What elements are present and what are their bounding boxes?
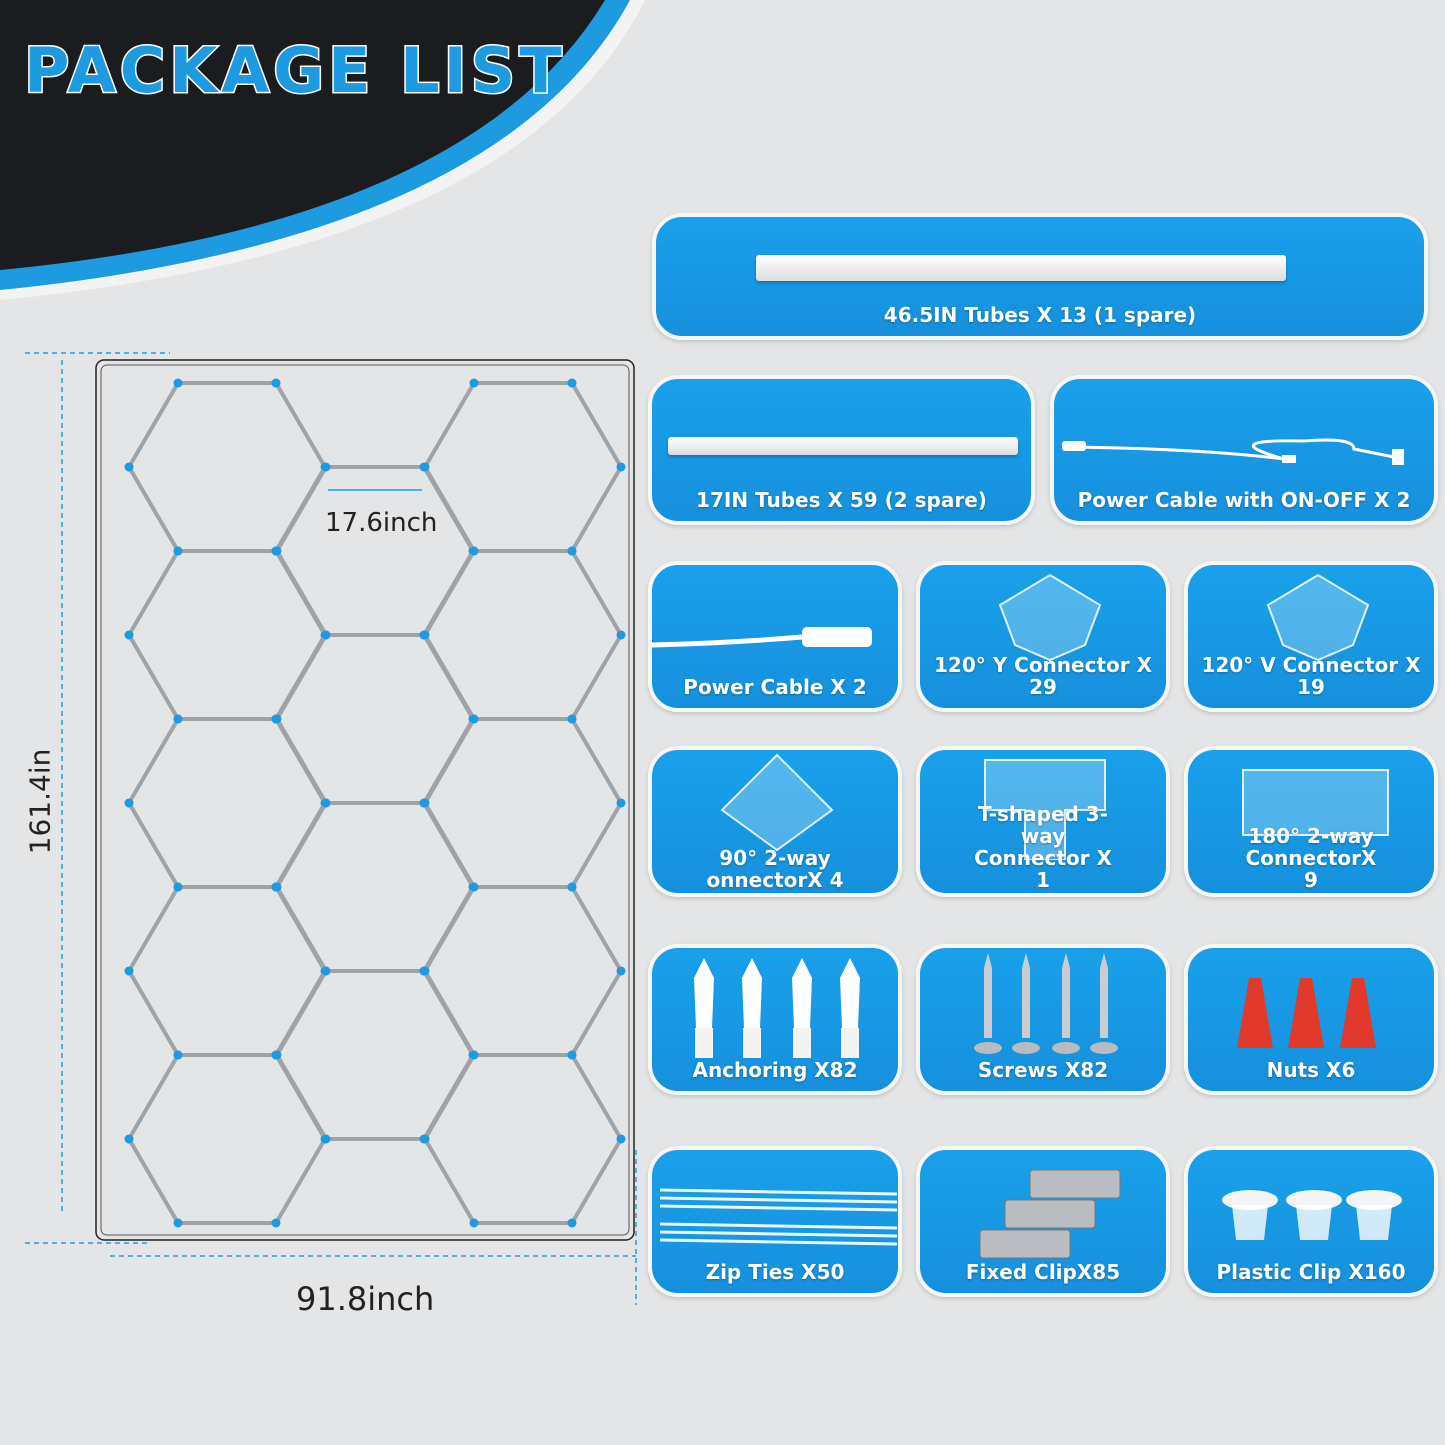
item-label: Screws X82 [977, 1058, 1109, 1082]
header-banner [0, 0, 645, 300]
connector-node [469, 1050, 479, 1060]
connector-node [124, 966, 134, 976]
connector-node [321, 798, 331, 808]
connector-node [124, 798, 134, 808]
item-card: Screws X82 [916, 944, 1170, 1095]
connector-node [420, 1134, 430, 1144]
connector-node [272, 1050, 282, 1060]
item-card: Plastic Clip X160 [1184, 1146, 1438, 1297]
connector-node [272, 714, 282, 724]
item-card: 90° 2-way onnectorX 4 [648, 746, 902, 897]
item-card: Power Cable with ON-OFF X 2 [1050, 375, 1438, 525]
item-label: Anchoring X82 [692, 1058, 858, 1082]
connector-node [616, 630, 626, 640]
width-label: 91.8inch [296, 1280, 435, 1318]
item-label: Fixed ClipX85 [965, 1260, 1121, 1284]
item-card: Zip Ties X50 [648, 1146, 902, 1297]
connector-node [616, 462, 626, 472]
item-card: 180° 2-way ConnectorX 9 [1184, 746, 1438, 897]
item-card: Anchoring X82 [648, 944, 902, 1095]
item-label: 90° 2-way onnectorX 4 [706, 846, 844, 892]
item-label: 120° V Connector X 19 [1201, 653, 1421, 699]
item-card: 120° Y Connector X 29 [916, 561, 1170, 712]
connector-node [272, 882, 282, 892]
connector-node [173, 714, 183, 724]
item-label: 120° Y Connector X 29 [933, 653, 1153, 699]
connector-node [567, 1218, 577, 1228]
connector-node [271, 378, 281, 388]
hexagon [126, 1053, 328, 1225]
connector-node [321, 630, 331, 640]
connector-node [173, 1050, 183, 1060]
connector-node [124, 1134, 134, 1144]
item-card: Fixed ClipX85 [916, 1146, 1170, 1297]
hexagon [126, 381, 328, 553]
connector-node [469, 714, 479, 724]
hexagon [126, 549, 328, 721]
hex-width-label: 17.6inch [325, 508, 438, 538]
hexagon [274, 465, 476, 637]
connector-node [173, 882, 183, 892]
hexagon [422, 885, 624, 1057]
connector-node [173, 378, 183, 388]
connector-node [321, 1134, 331, 1144]
connector-node [420, 462, 430, 472]
hexagon [274, 969, 476, 1141]
connector-node [567, 1050, 577, 1060]
page-title: PACKAGE LIST [23, 33, 566, 109]
hexagon [422, 1053, 624, 1225]
frame-inner [100, 364, 630, 1236]
connector-node [567, 882, 577, 892]
item-card: 120° V Connector X 19 [1184, 561, 1438, 712]
connector-node [124, 630, 134, 640]
connector-node [420, 630, 430, 640]
item-label: Power Cable X 2 [683, 675, 867, 699]
connector-node [173, 1218, 183, 1228]
connector-node [469, 546, 479, 556]
item-label: Plastic Clip X160 [1216, 1260, 1406, 1284]
item-label: 46.5IN Tubes X 13 (1 spare) [883, 303, 1197, 327]
item-card: 46.5IN Tubes X 13 (1 spare) [652, 213, 1428, 340]
connector-node [616, 798, 626, 808]
connector-node [173, 546, 183, 556]
hexagon [126, 885, 328, 1057]
connector-node [616, 1134, 626, 1144]
item-label: Nuts X6 [1266, 1058, 1356, 1082]
hexagon [126, 717, 328, 889]
item-card: T-shaped 3-way Connector X 1 [916, 746, 1170, 897]
connector-node [469, 882, 479, 892]
connector-node [321, 966, 331, 976]
connector-node [469, 1218, 479, 1228]
hexagon-layout-diagram [25, 352, 637, 1305]
item-card: Power Cable X 2 [648, 561, 902, 712]
connector-node [420, 966, 430, 976]
hexagon [422, 717, 624, 889]
connector-node [567, 378, 577, 388]
connector-node [272, 546, 282, 556]
connector-node [567, 546, 577, 556]
item-card: 17IN Tubes X 59 (2 spare) [648, 375, 1035, 525]
item-label: T-shaped 3-way Connector X 1 [974, 802, 1112, 892]
hexagon [274, 801, 476, 973]
connector-node [616, 966, 626, 976]
connector-node [567, 714, 577, 724]
item-label: 17IN Tubes X 59 (2 spare) [696, 488, 987, 512]
hexagon [422, 381, 624, 553]
hexagon [274, 633, 476, 805]
connector-node [469, 378, 479, 388]
item-label: Power Cable with ON-OFF X 2 [1077, 488, 1411, 512]
connector-node [420, 798, 430, 808]
height-label: 161.4in [23, 748, 57, 855]
hexagon [422, 549, 624, 721]
item-card: Nuts X6 [1184, 944, 1438, 1095]
item-label: Zip Ties X50 [705, 1260, 845, 1284]
frame-outer [95, 359, 635, 1241]
connector-node [271, 1218, 281, 1228]
connector-node [124, 462, 134, 472]
connector-node [321, 462, 331, 472]
item-label: 180° 2-way ConnectorX 9 [1245, 824, 1377, 892]
